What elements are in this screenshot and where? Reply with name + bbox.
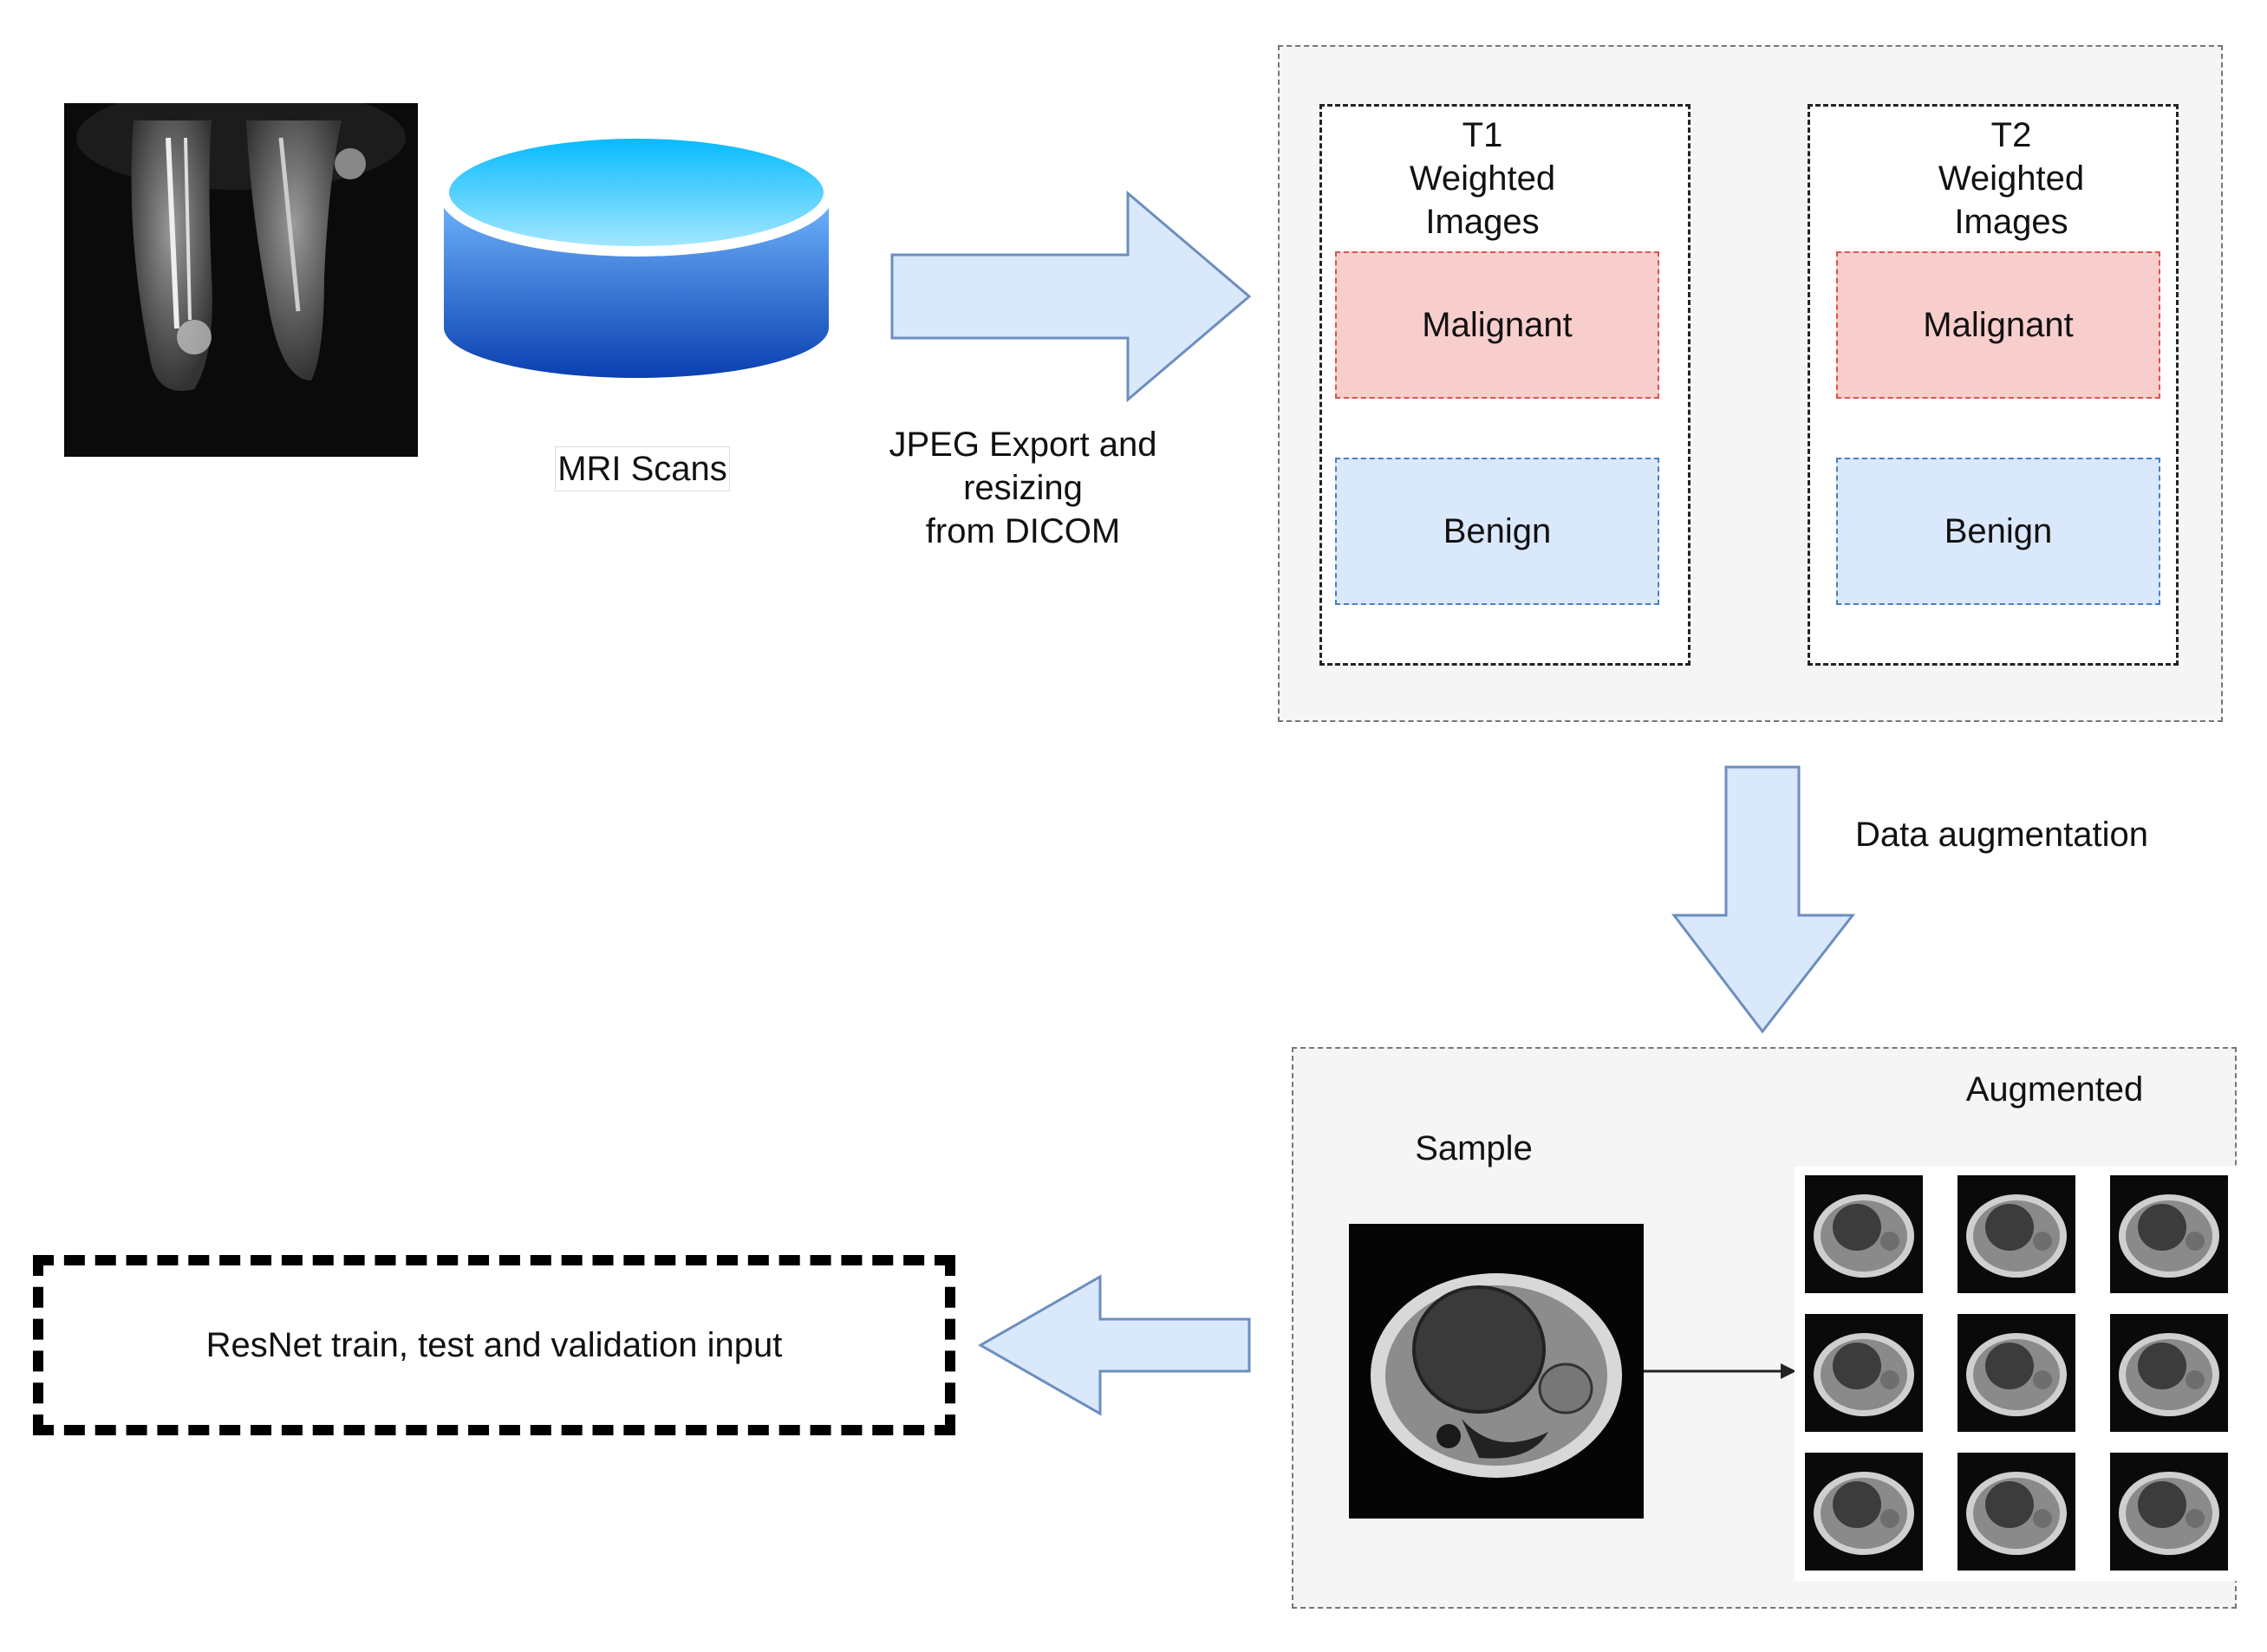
augmented-image-grid xyxy=(1795,1167,2238,1581)
t1-malignant-box: Malignant xyxy=(1335,251,1659,399)
mri-scan-image xyxy=(64,103,418,457)
database-icon xyxy=(428,121,844,399)
augmented-thumb xyxy=(1958,1453,2075,1571)
augmented-thumb xyxy=(1958,1175,2075,1293)
augmented-thumb xyxy=(1805,1314,1923,1432)
augmented-thumb xyxy=(2110,1453,2228,1571)
export-step-label: JPEG Export and resizing from DICOM xyxy=(889,426,1157,550)
augmented-thumb xyxy=(1805,1175,1923,1293)
connector-arrow-icon xyxy=(1644,1363,1796,1379)
t2-group-title: T2 Weighted Images xyxy=(1938,116,2085,241)
left-arrow-icon xyxy=(978,1274,1251,1416)
t2-malignant-box: Malignant xyxy=(1836,251,2160,399)
t1-group-title: T1 Weighted Images xyxy=(1409,116,1556,241)
t1-benign-box: Benign xyxy=(1335,458,1659,605)
augmented-thumb xyxy=(1805,1453,1923,1571)
augmented-thumb xyxy=(2110,1175,2228,1293)
right-arrow-icon xyxy=(890,191,1252,402)
augmented-thumb xyxy=(2110,1314,2228,1432)
augmented-thumb xyxy=(1958,1314,2075,1432)
t2-benign-box: Benign xyxy=(1836,458,2160,605)
mri-scans-label: MRI Scans xyxy=(555,446,730,491)
down-arrow-icon xyxy=(1671,765,1855,1034)
sample-mri-image xyxy=(1349,1224,1644,1519)
augmentation-label: Data augmentation xyxy=(1855,816,2149,854)
resnet-input-box: ResNet train, test and validation input xyxy=(33,1255,955,1435)
augmented-title: Augmented xyxy=(1965,1070,2144,1109)
sample-title: Sample xyxy=(1415,1129,1533,1167)
